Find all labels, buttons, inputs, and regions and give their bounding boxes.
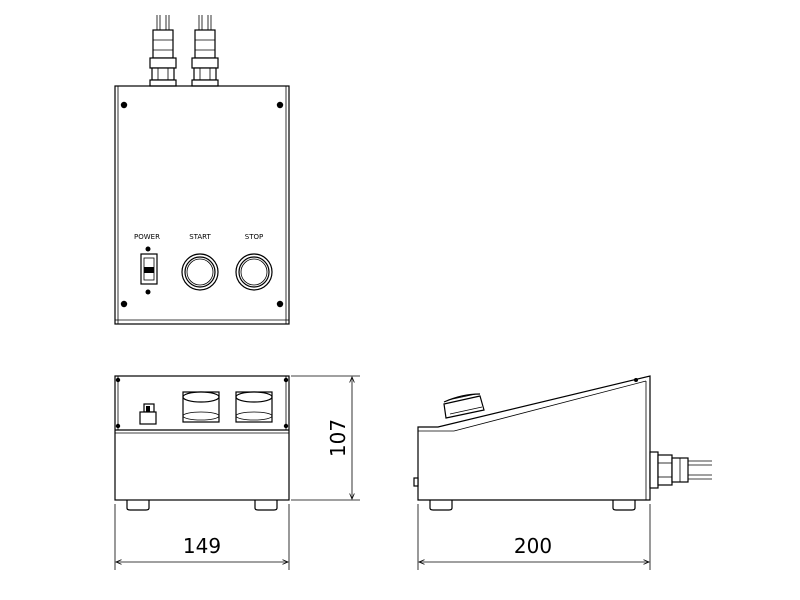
side-tab [413, 477, 419, 487]
start-label: START [189, 233, 211, 241]
rear-cable-gland [649, 451, 712, 489]
stop-label: STOP [245, 233, 263, 241]
screw-icon [115, 377, 121, 383]
screw-icon [276, 101, 284, 109]
side-button [443, 393, 485, 419]
screw-icon [276, 300, 284, 308]
power-switch [140, 246, 158, 295]
foot [429, 500, 453, 511]
cable-gland-left [149, 15, 177, 87]
screw-icon [115, 423, 121, 429]
width-dimension-text: 149 [183, 534, 221, 558]
top-view: POWER START STOP [114, 15, 290, 325]
power-label: POWER [134, 233, 160, 241]
cable-gland-right [191, 15, 219, 87]
foot [612, 500, 636, 511]
screw-icon [283, 377, 289, 383]
start-button-top [181, 253, 219, 291]
stop-button-front [235, 391, 273, 423]
screw-icon [120, 300, 128, 308]
start-button-front [182, 391, 220, 423]
side-view [413, 375, 712, 511]
screw-icon [120, 101, 128, 109]
front-view [114, 375, 290, 511]
height-dimension-text: 107 [326, 419, 350, 457]
dimension-width: 149 [114, 504, 290, 570]
side-enclosure-outline [417, 375, 651, 501]
screw-icon [634, 378, 638, 382]
foot [254, 500, 278, 511]
depth-dimension-text: 200 [514, 534, 552, 558]
dimension-depth: 200 [417, 504, 651, 570]
power-switch-front [139, 403, 157, 425]
dimension-height: 107 [291, 375, 360, 501]
screw-icon [283, 423, 289, 429]
top-enclosure-outline [114, 85, 290, 325]
stop-button-top [235, 253, 273, 291]
foot [126, 500, 150, 511]
front-enclosure-outline [114, 375, 290, 501]
